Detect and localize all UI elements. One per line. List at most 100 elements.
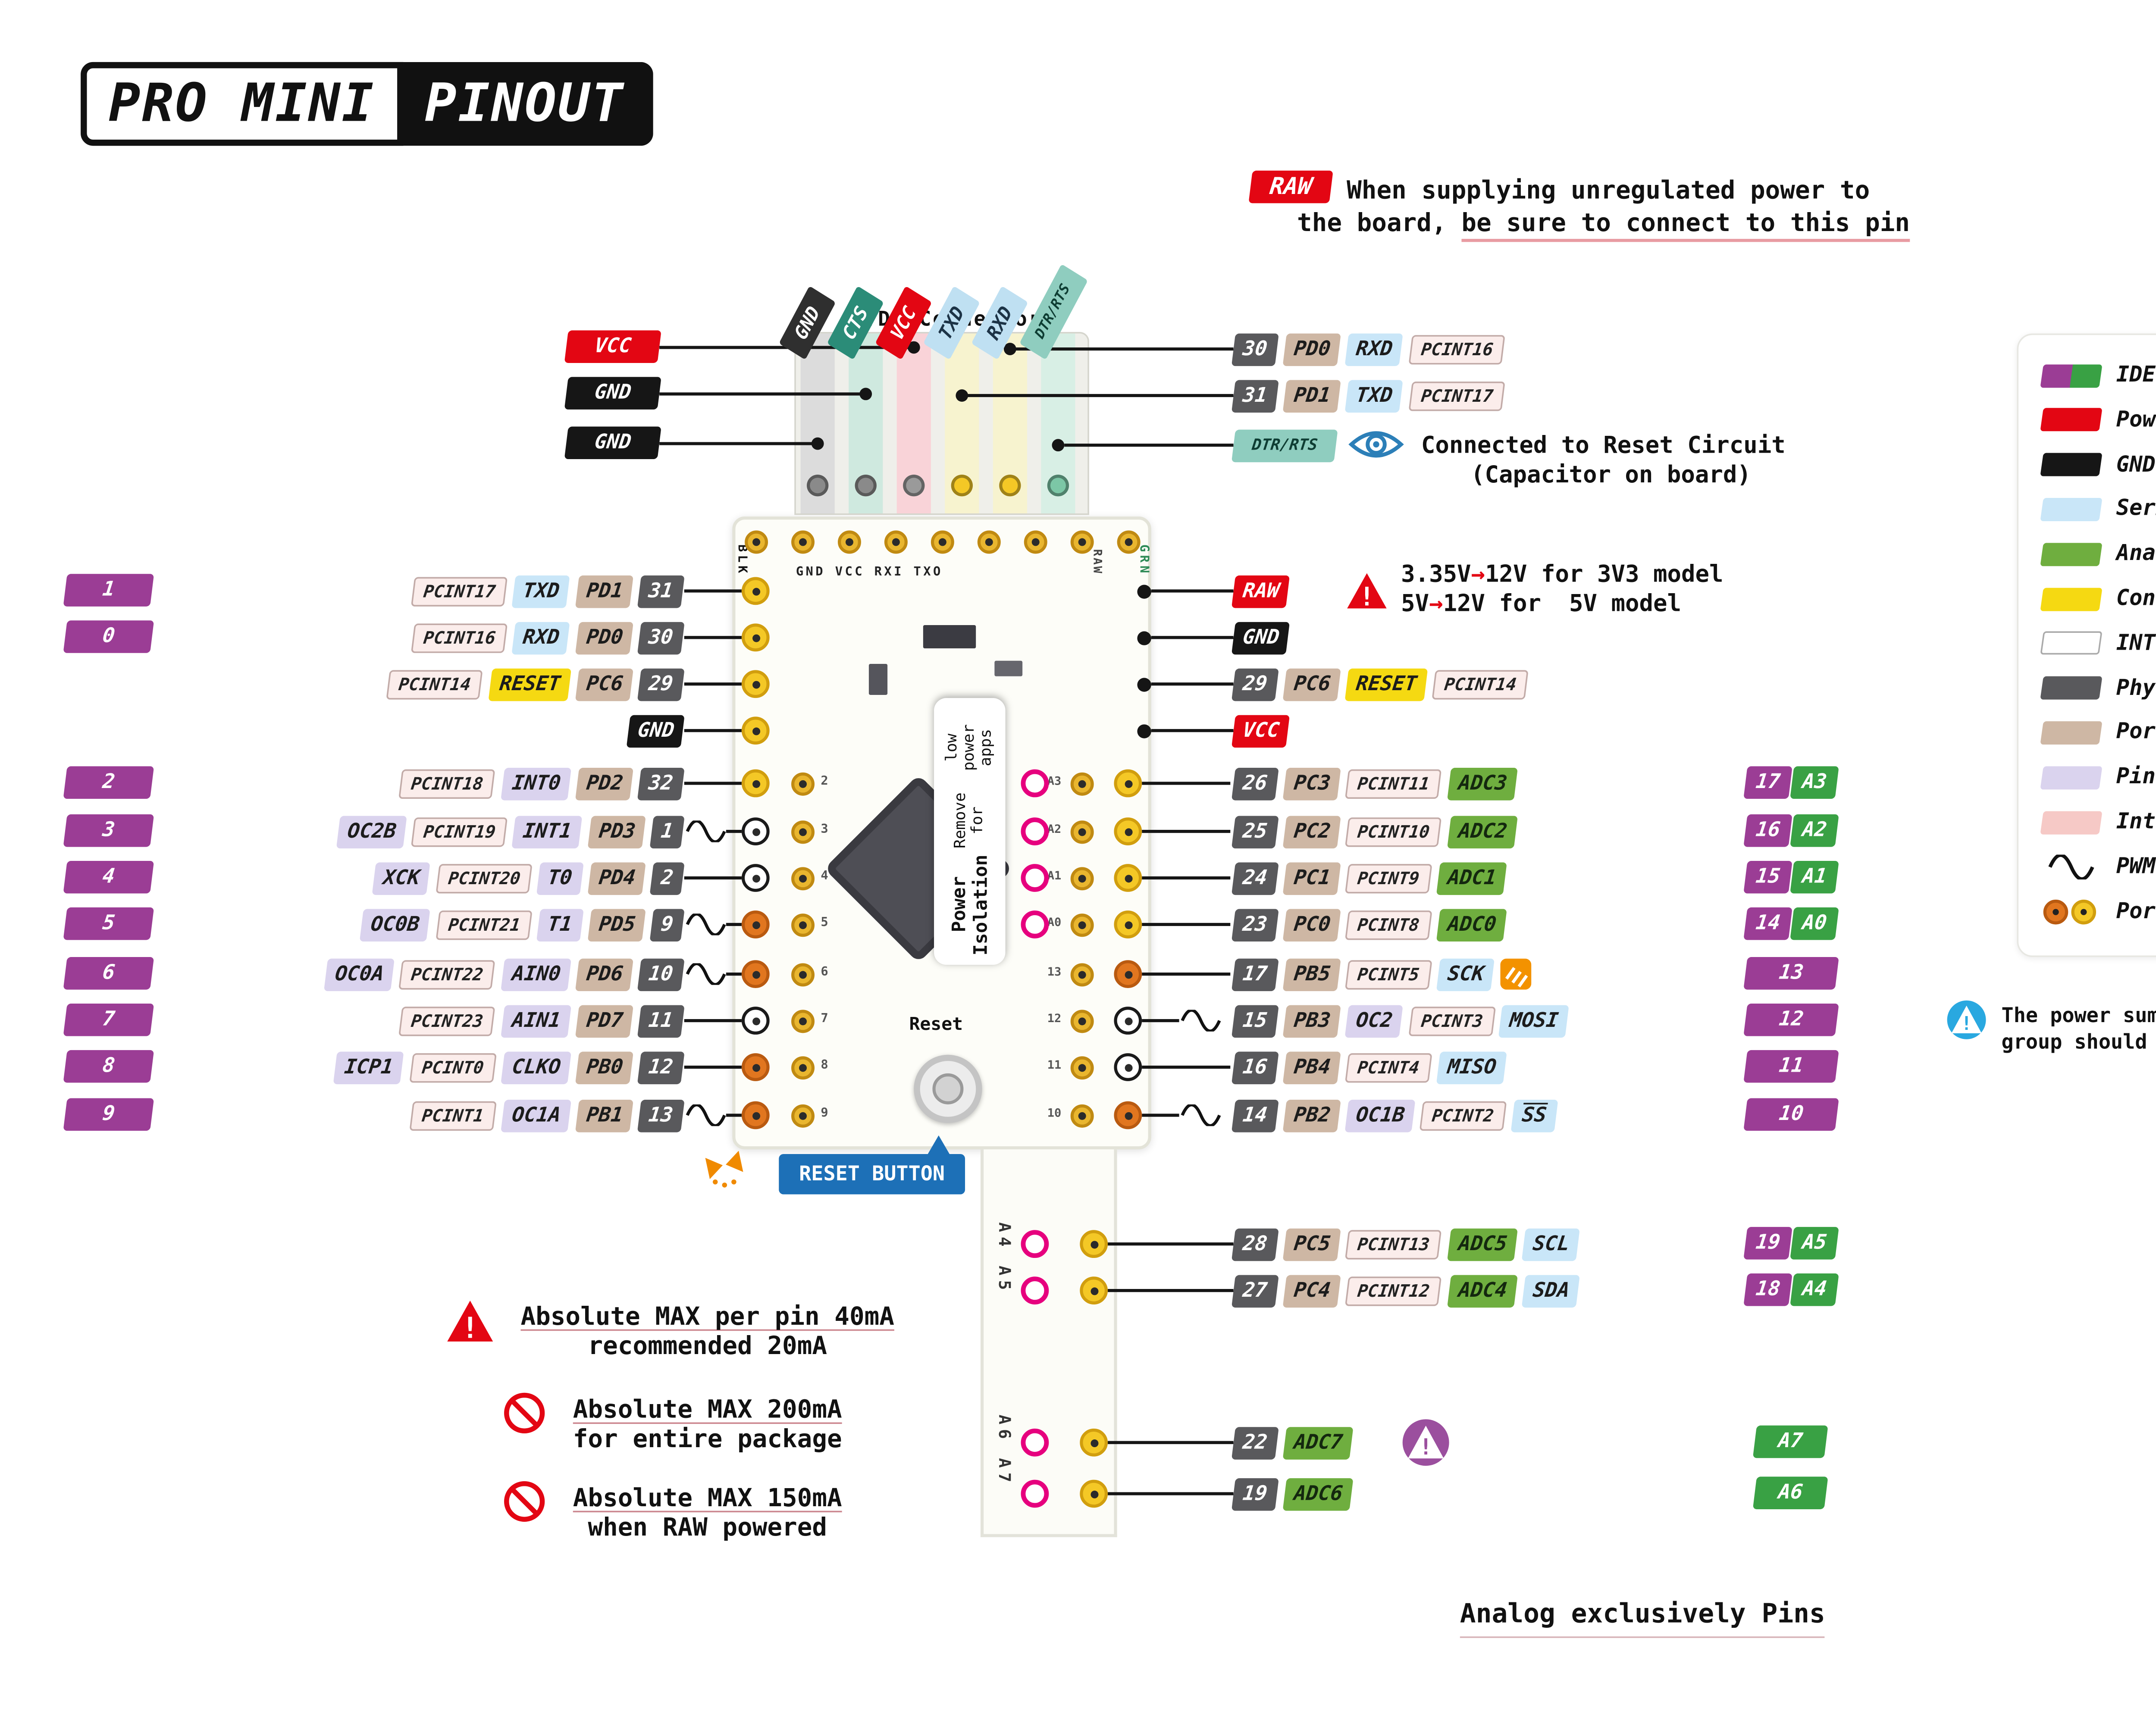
- serial-badge: TXD: [512, 575, 571, 607]
- arduino-pin-number: 19: [1743, 1227, 1792, 1260]
- arduino-pin-number: 18: [1743, 1273, 1792, 1306]
- legend-swatch: [2040, 721, 2103, 744]
- port-badge: PC2: [1282, 815, 1341, 848]
- pad-yellow: [1114, 864, 1142, 892]
- pcint-badge: PCINT14: [386, 669, 484, 699]
- board-extension: [980, 1149, 1117, 1537]
- pin-row-right: RAW: [1231, 574, 1291, 608]
- arduino-pin-number: 4: [63, 860, 154, 894]
- pin-row-left: GND: [155, 713, 685, 748]
- pad-magenta: [1021, 769, 1049, 798]
- pad-hole: [798, 1063, 806, 1071]
- pad-hole: [752, 680, 760, 688]
- board-pin-label: 13: [1047, 965, 1062, 979]
- pad-hole: [1077, 874, 1085, 882]
- connector-line: [659, 392, 866, 396]
- connector-line: [1108, 1492, 1234, 1495]
- analog-badge: ADC5: [1446, 1227, 1518, 1261]
- arduino-pin-number: 10: [1743, 1098, 1839, 1131]
- pad-yellow: [741, 577, 770, 605]
- pad-gold: [790, 1104, 814, 1127]
- board-top-pin-labels: GND VCC RXI TXO: [796, 564, 943, 579]
- pad-gold: [790, 820, 814, 843]
- func-badge: OC0A: [323, 957, 395, 991]
- connector-line: [1108, 1441, 1234, 1444]
- pad-yellow: [1080, 1276, 1108, 1305]
- legend-item: Analog Pin: [2040, 535, 2156, 572]
- pad-magenta: [1021, 1230, 1049, 1258]
- port-badge: PC6: [575, 667, 634, 701]
- pad-hole: [1124, 874, 1132, 882]
- pad-hole: [1124, 1063, 1132, 1071]
- legend-label: IDE: [2116, 363, 2156, 388]
- board-pin-label: 8: [821, 1057, 828, 1072]
- connector-line: [684, 589, 742, 593]
- pad-hole: [1090, 1489, 1098, 1498]
- pad-hole: [752, 874, 760, 882]
- phys-badge: 30: [1231, 332, 1279, 366]
- pwm-squiggle-icon: [686, 819, 726, 844]
- func-badge: AIN0: [500, 957, 571, 991]
- phys-badge: 23: [1231, 908, 1279, 941]
- legend-label: Serial Pin: [2116, 497, 2156, 522]
- pad-yellow: [1080, 1428, 1108, 1457]
- pcint-badge: PCINT19: [411, 816, 508, 846]
- pad-hole: [938, 537, 946, 545]
- pcint-badge: PCINT10: [1345, 816, 1443, 846]
- reset-callout-pointer: [928, 1135, 950, 1154]
- analog-warning-icon: !: [1401, 1418, 1451, 1467]
- port-badge: PD0: [1282, 332, 1341, 366]
- max-note-line1: Absolute MAX per pin 40mA: [520, 1301, 894, 1331]
- voltage-note-line2: 5V→12V for 5V model: [1401, 589, 1681, 618]
- port-badge: PD4: [587, 861, 646, 895]
- pad-gold: [744, 529, 768, 553]
- gnd-badge: GND: [1231, 621, 1291, 654]
- pad-gold: [977, 529, 1000, 553]
- pcint-badge: PCINT2: [1420, 1100, 1507, 1130]
- pad-hole: [752, 1063, 760, 1071]
- pad-hole: [752, 920, 760, 929]
- arrow-icon: →: [1429, 589, 1443, 618]
- connector-line: [1142, 1114, 1179, 1117]
- port-badge: PB3: [1282, 1004, 1341, 1037]
- analog-badge: ADC3: [1446, 767, 1518, 800]
- pcint-badge: PCINT18: [398, 768, 496, 798]
- phys-badge: 15: [1231, 1004, 1279, 1037]
- arduino-pin-number: 14: [1743, 907, 1792, 940]
- func-badge: AIN1: [500, 1004, 571, 1037]
- connector-line: [1142, 829, 1231, 833]
- port-badge: PC4: [1282, 1274, 1341, 1307]
- title-pro-mini: PRO MINI: [81, 62, 403, 146]
- port-power-icon: [2042, 898, 2101, 926]
- pwm-squiggle-icon: [686, 912, 726, 937]
- pad-hole: [1124, 537, 1132, 545]
- analog-badge: ADC7: [1282, 1426, 1354, 1459]
- legend-item: Power: [2040, 401, 2156, 438]
- pad-hole: [1124, 970, 1132, 978]
- port-badge: PB2: [1282, 1099, 1341, 1132]
- port-badge: PC6: [1282, 667, 1341, 701]
- pad-hole: [752, 1111, 760, 1120]
- pad-hole: [1090, 1286, 1098, 1295]
- pcint-badge: PCINT21: [435, 910, 533, 939]
- pwm-squiggle-icon: [686, 962, 726, 986]
- pad-orange: [1114, 960, 1142, 988]
- bow-icon: [701, 1151, 748, 1188]
- connector-line: [684, 782, 742, 785]
- legend-label: Physical Pin: [2116, 676, 2156, 701]
- pad-hole: [752, 633, 760, 641]
- solder-dot: [811, 437, 824, 450]
- phys-badge: 28: [1231, 1227, 1279, 1261]
- ftdi-pad: [855, 475, 877, 497]
- pad-orange: [1114, 1101, 1142, 1129]
- pad-hole: [1124, 1017, 1132, 1025]
- smd-component: [994, 660, 1023, 676]
